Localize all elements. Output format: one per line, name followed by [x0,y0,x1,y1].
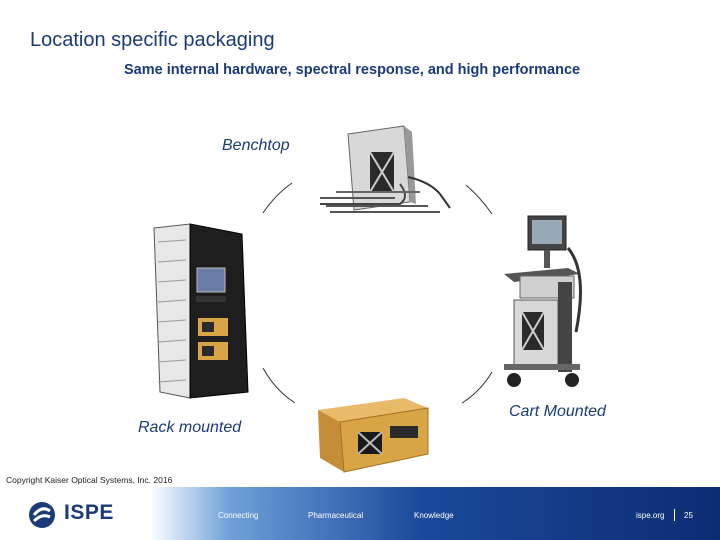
rack-cabinet-image [153,223,249,399]
footer-item-pharmaceutical: Pharmaceutical [308,511,364,520]
benchtop-label: Benchtop [222,137,290,154]
benchtop-unit-image [320,125,451,213]
rack-mounted-label: Rack mounted [138,419,242,436]
footer-bar [0,487,720,540]
cart-mounted-label: Cart Mounted [509,403,606,420]
copyright-text: Copyright Kaiser Optical Systems, Inc. 2… [6,475,173,485]
footer-divider [674,509,675,521]
slide-subtitle: Same internal hardware, spectral respons… [124,62,581,78]
footer-item-knowledge: Knowledge [414,511,454,520]
page-number: 25 [684,511,693,520]
cart-unit-image [504,215,582,387]
ispe-logo-text: ISPE [64,501,114,524]
slide-title: Location specific packaging [30,29,275,51]
footer-item-connecting: Connecting [218,511,259,520]
ispe-logo-icon [29,502,55,528]
footer-website-link[interactable]: ispe.org [636,511,665,520]
gold-enclosure-image [318,398,429,473]
